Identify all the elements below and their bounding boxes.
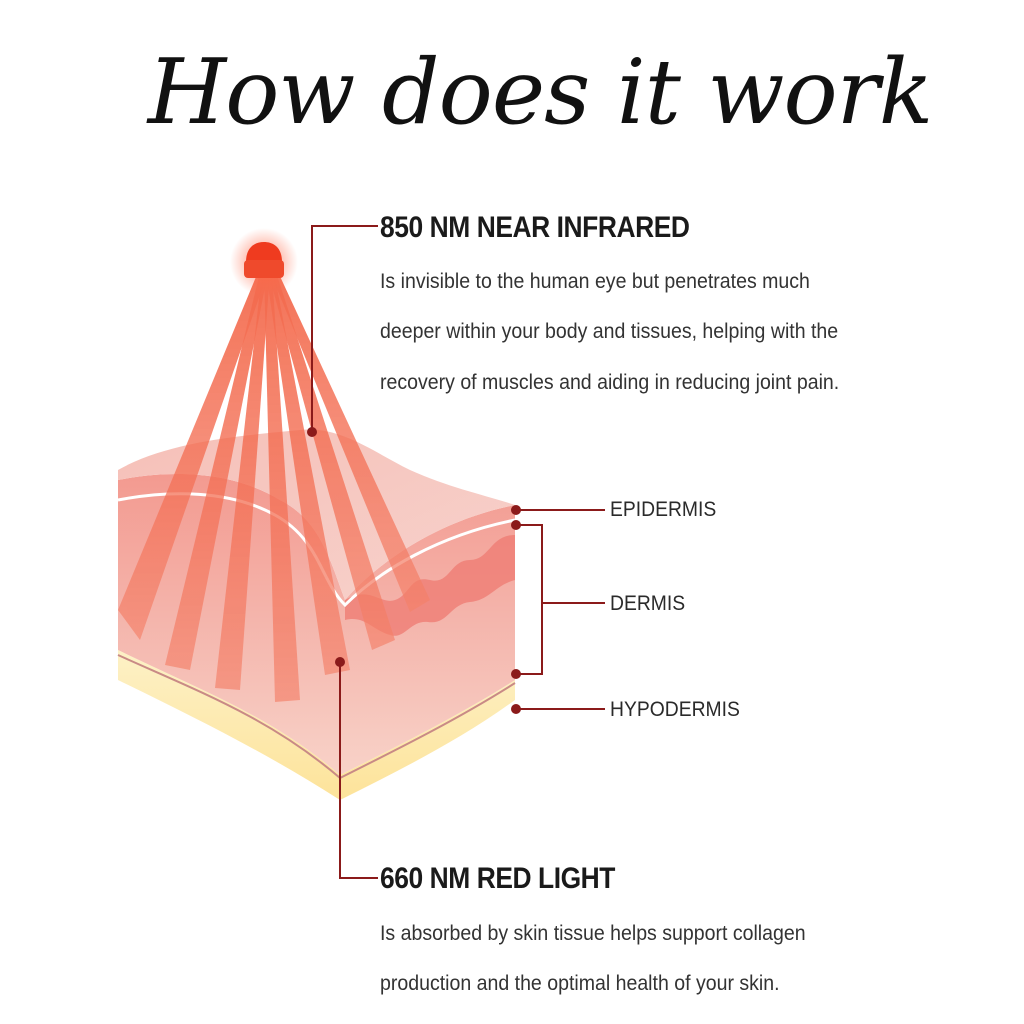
callout-dot-dermis-bottom (511, 669, 521, 679)
callout-dot-hypodermis (511, 704, 521, 714)
light-beam (270, 272, 430, 612)
infrared-heading: 850 NM NEAR INFRARED (380, 211, 690, 244)
callout-bracket-dermis (516, 524, 543, 675)
infrared-text-line: Is invisible to the human eye but penetr… (380, 270, 810, 293)
dermis-label: DERMIS (610, 592, 686, 615)
callout-dot-red (335, 657, 345, 667)
light-beam (268, 272, 395, 650)
dermis-waves (345, 535, 515, 636)
callout-dot-dermis-top (511, 520, 521, 530)
hypodermis-layer (118, 650, 515, 800)
light-beam (118, 272, 268, 640)
light-beam (266, 272, 350, 675)
infrared-text-line: recovery of muscles and aiding in reduci… (380, 371, 840, 394)
callout-dot-epidermis (511, 505, 521, 515)
light-beam (264, 272, 300, 702)
callout-line-infrared (311, 225, 378, 432)
light-beam (165, 272, 268, 670)
red-light-text-line: production and the optimal health of you… (380, 972, 780, 995)
infrared-text-line: deeper within your body and tissues, hel… (380, 320, 839, 343)
light-beam (215, 272, 270, 690)
red-light-heading: 660 NM RED LIGHT (380, 862, 616, 895)
page-title: How does it work (147, 40, 934, 145)
hypodermis-label: HYPODERMIS (610, 698, 740, 721)
callout-dot-infrared (307, 427, 317, 437)
light-source (246, 242, 282, 262)
light-source-base (244, 260, 284, 278)
dermis-front (118, 474, 515, 775)
red-light-text-line: Is absorbed by skin tissue helps support… (380, 922, 806, 945)
epidermis-label: EPIDERMIS (610, 498, 717, 521)
light-beams (118, 272, 430, 702)
callout-line-red (339, 662, 378, 879)
